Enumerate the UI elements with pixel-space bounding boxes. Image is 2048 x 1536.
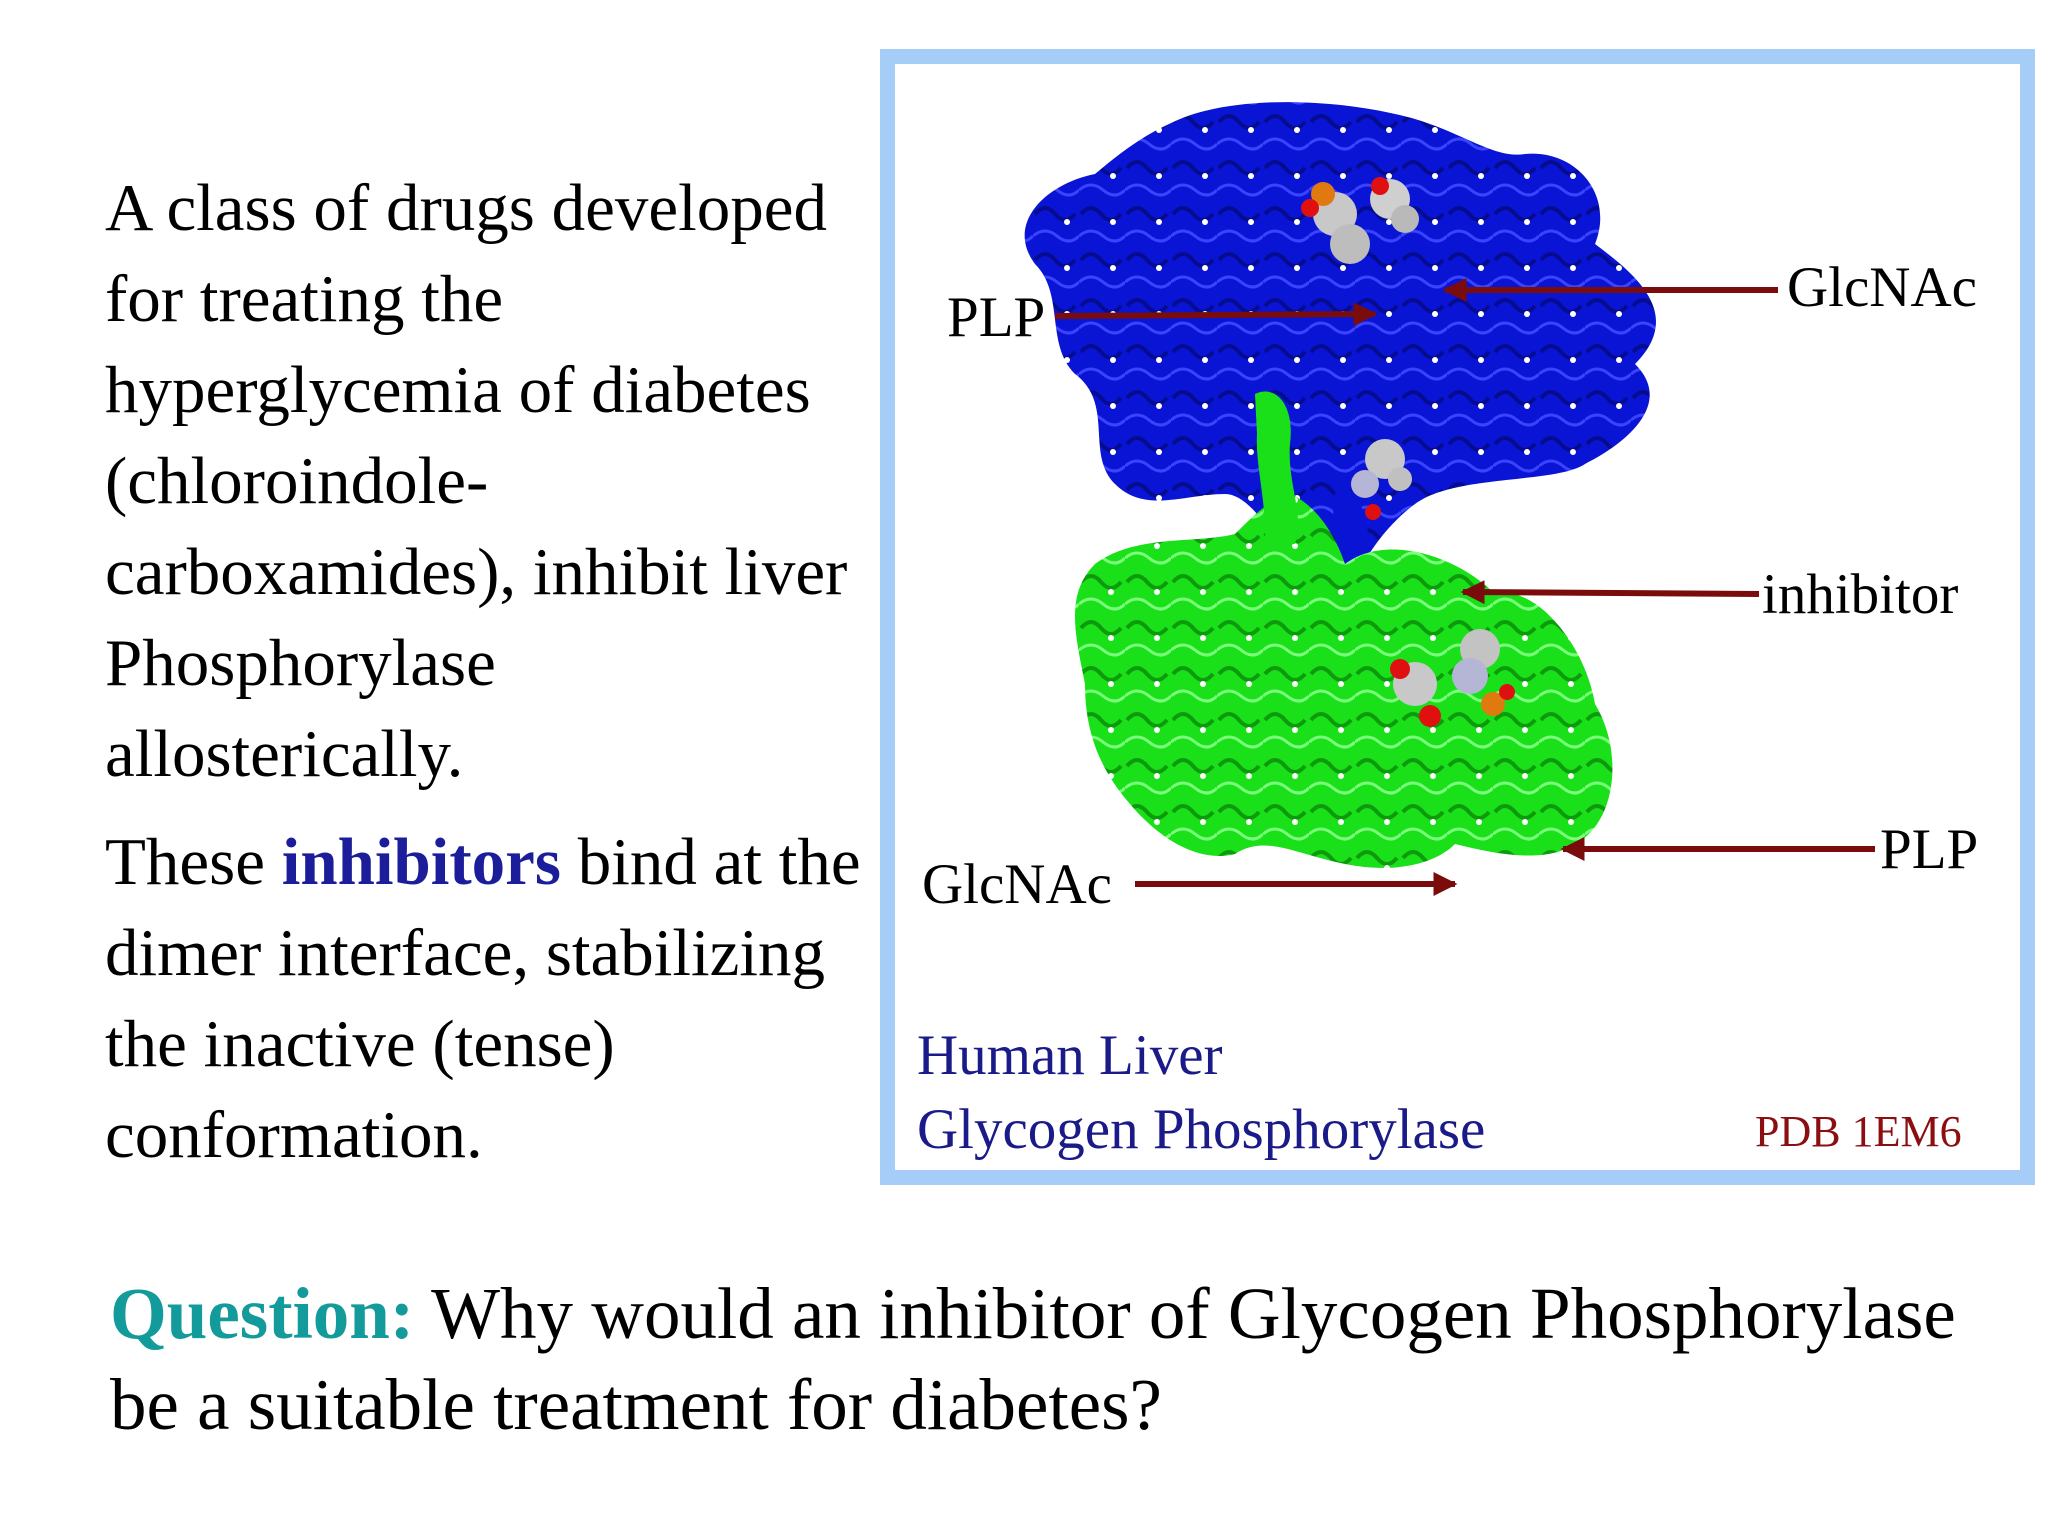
arrow-inhibitor <box>1460 580 1760 605</box>
intro-paragraph-1: A class of drugs developed for treating … <box>105 171 848 791</box>
interface-strand-green <box>1255 391 1299 544</box>
question-text: Why would an inhibitor of Glycogen Phosp… <box>110 1273 1956 1445</box>
inhibitors-emphasis: inhibitors <box>281 825 561 899</box>
glcnac-ligand-bottom <box>1390 659 1441 727</box>
figure-caption-line-2: Glycogen Phosphorylase <box>917 1098 1486 1161</box>
question: Question: Why would an inhibitor of Glyc… <box>110 1268 1990 1450</box>
arrow-plp-top <box>1054 302 1378 327</box>
label-glcnac-top: GlcNAc <box>1787 256 1977 319</box>
top-subunit-ribbon <box>1024 102 1656 624</box>
paragraph-2-start: These <box>105 825 282 899</box>
glcnac-ligand-top <box>1370 177 1419 233</box>
plp-ligand-top <box>1301 182 1370 264</box>
label-plp-bottom: PLP <box>1880 818 1979 881</box>
intro-paragraph-2: These inhibitors bind at the dimer inter… <box>105 817 885 1181</box>
label-glcnac-bottom: GlcNAc <box>922 853 1112 916</box>
figure-caption-line-1: Human Liver <box>917 1024 1223 1087</box>
pdb-id: PDB 1EM6 <box>1755 1107 1962 1156</box>
question-label: Question: <box>110 1273 415 1354</box>
label-plp-top: PLP <box>947 286 1046 349</box>
paragraph-2-end: bind at the dimer interface, stabilizing… <box>105 825 861 1172</box>
protein-structure-figure: PLP GlcNAc inhibitor GlcNAc PLP Human Li… <box>880 49 2035 1185</box>
label-inhibitor: inhibitor <box>1762 563 1959 626</box>
inhibitor-ligand <box>1351 439 1412 520</box>
protein-structure-image <box>1024 102 1875 896</box>
plp-ligand-bottom <box>1452 629 1515 716</box>
